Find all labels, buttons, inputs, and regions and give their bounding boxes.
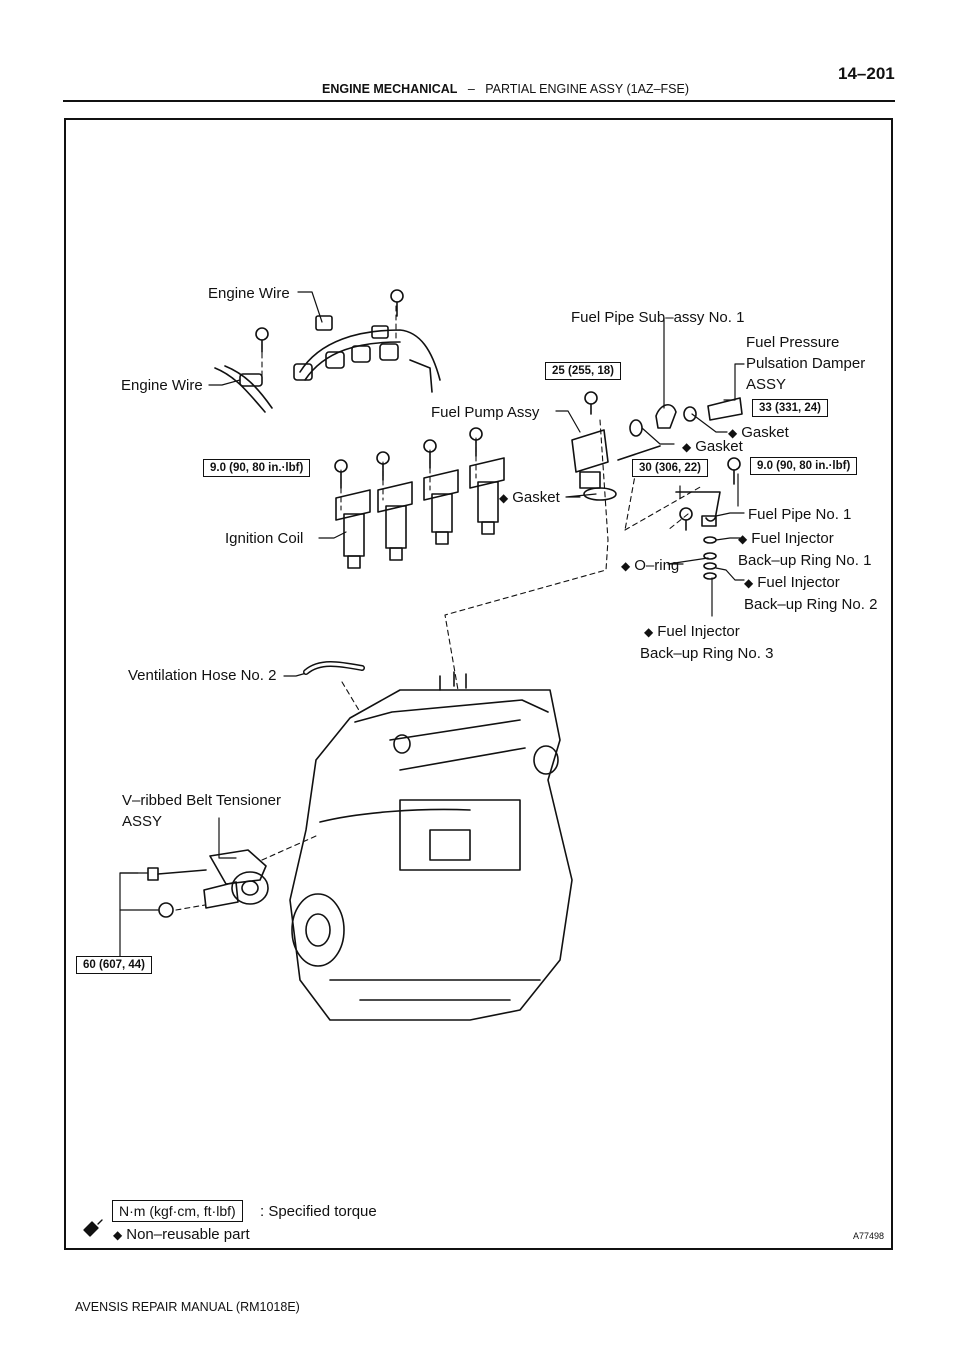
diamond-icon: ◆ — [621, 559, 631, 573]
label-fuel-injector-ring-1: ◆Fuel Injector Back–up Ring No. 1 — [738, 528, 871, 571]
label-text: Gasket — [512, 489, 560, 506]
section-title: ENGINE MECHANICAL – PARTIAL ENGINE ASSY … — [322, 82, 689, 96]
label-line: Back–up Ring No. 1 — [738, 552, 872, 569]
subsection-name: PARTIAL ENGINE ASSY (1AZ–FSE) — [485, 82, 689, 96]
label-line: ◆Fuel Injector — [738, 528, 871, 550]
label-fuel-injector-ring-3: ◆Fuel Injector Back–up Ring No. 3 — [640, 621, 773, 664]
assembly-lines — [175, 305, 703, 911]
label-text: Fuel Injector — [751, 530, 834, 547]
label-gasket-2: ◆Gasket — [682, 436, 743, 458]
torque-25: 25 (255, 18) — [545, 362, 622, 380]
label-o-ring: ◆O–ring — [621, 555, 679, 577]
label-line: Back–up Ring No. 2 — [744, 596, 878, 613]
diamond-icon: ◆ — [728, 426, 738, 440]
section-name: ENGINE MECHANICAL — [322, 82, 458, 96]
label-line: Fuel Pressure — [746, 334, 840, 351]
header-rule — [63, 100, 895, 102]
diamond-icon: ◆ — [744, 576, 754, 590]
label-text: Fuel Injector — [657, 623, 740, 640]
label-line: Back–up Ring No. 3 — [640, 645, 774, 662]
engine-block — [289, 671, 573, 1021]
belt-tensioner — [203, 849, 269, 909]
label-text: Fuel Injector — [757, 574, 840, 591]
label-ignition-coil: Ignition Coil — [225, 530, 304, 547]
torque-9-coil: 9.0 (90, 80 in.·lbf) — [203, 459, 311, 477]
diamond-icon: ◆ — [682, 440, 692, 454]
section-separator: – — [467, 82, 475, 96]
legend-torque-text: : Specified torque — [260, 1203, 377, 1220]
torque-30: 30 (306, 22) — [632, 459, 709, 477]
diamond-icon: ◆ — [644, 625, 654, 639]
bolts — [147, 289, 741, 918]
engine-wire-harness — [214, 315, 441, 413]
legend-torque-unit: N·m (kgf·cm, ft·lbf) — [112, 1200, 243, 1222]
diamond-icon: ◆ — [738, 532, 748, 546]
figure-id: A77498 — [853, 1231, 885, 1241]
label-fuel-pressure-damper: Fuel Pressure Pulsation Damper ASSY — [746, 332, 865, 395]
label-fuel-injector-ring-2: ◆Fuel Injector Back–up Ring No. 2 — [744, 572, 877, 615]
torque-60: 60 (607, 44) — [76, 956, 153, 974]
label-gasket-3: ◆Gasket — [499, 487, 560, 509]
label-belt-tensioner: V–ribbed Belt Tensioner ASSY — [122, 790, 281, 832]
figure-frame — [64, 118, 893, 1250]
leader-lines — [119, 291, 745, 961]
legend-nonreusable: ◆Non–reusable part — [113, 1224, 250, 1246]
pen-icon — [83, 1219, 103, 1237]
label-line: ASSY — [746, 376, 787, 393]
label-fuel-pipe-no1: Fuel Pipe No. 1 — [748, 506, 852, 523]
ventilation-hose-inner — [304, 662, 364, 674]
footer-manual-id: AVENSIS REPAIR MANUAL (RM1018E) — [75, 1300, 300, 1314]
fuel-pump-parts — [571, 397, 743, 580]
page-number: 14–201 — [838, 64, 895, 83]
label-ventilation-hose: Ventilation Hose No. 2 — [128, 667, 277, 684]
legend-nonreusable-text: Non–reusable part — [126, 1226, 250, 1243]
label-engine-wire-1: Engine Wire — [208, 285, 290, 302]
label-fuel-pipe-sub-assy: Fuel Pipe Sub–assy No. 1 — [571, 309, 745, 326]
torque-33: 33 (331, 24) — [752, 399, 829, 417]
torque-9-pipe: 9.0 (90, 80 in.·lbf) — [750, 457, 858, 475]
label-line: ASSY — [122, 813, 163, 830]
label-line: ◆Fuel Injector — [640, 621, 773, 643]
label-line: V–ribbed Belt Tensioner — [122, 792, 281, 809]
label-fuel-pump-assy: Fuel Pump Assy — [431, 404, 540, 421]
label-line: ◆Fuel Injector — [744, 572, 877, 594]
ignition-coils — [335, 457, 505, 569]
label-engine-wire-2: Engine Wire — [121, 377, 203, 394]
diamond-icon: ◆ — [113, 1228, 123, 1242]
label-text: O–ring — [634, 557, 680, 574]
label-text: Gasket — [695, 438, 743, 455]
label-line: Pulsation Damper — [746, 355, 866, 372]
label-gasket-1: ◆Gasket — [728, 422, 789, 444]
label-text: Gasket — [741, 424, 789, 441]
diamond-icon: ◆ — [499, 491, 509, 505]
